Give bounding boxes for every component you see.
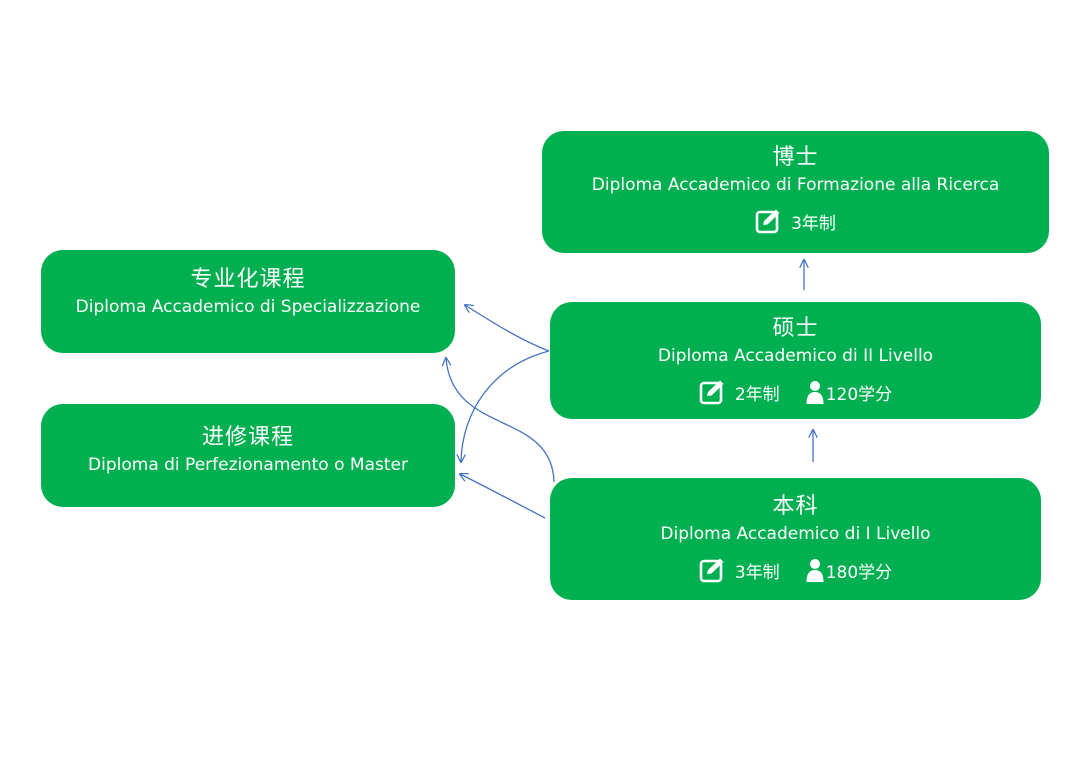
master-duration: 2年制: [699, 379, 780, 405]
doctorate-meta: 3年制: [542, 208, 1049, 234]
specialization-subtitle: Diploma Accademico di Specializzazione: [75, 297, 421, 317]
arrow-master-to-specialization: [465, 305, 550, 352]
perfezionamento-subtitle: Diploma di Perfezionamento o Master: [88, 455, 408, 475]
bachelor-title: 本科: [772, 494, 819, 519]
bachelor-credits: 180学分: [806, 558, 892, 583]
doctorate-duration: 3年制: [755, 208, 836, 234]
doctorate-box: 博士 Diploma Accademico di Formazione alla…: [542, 131, 1049, 253]
master-subtitle: Diploma Accademico di II Livello: [657, 346, 934, 366]
edit-icon: [699, 379, 727, 405]
specialization-box: 专业化课程 Diploma Accademico di Specializzaz…: [41, 250, 455, 353]
person-icon: [806, 380, 824, 404]
doctorate-title: 博士: [772, 145, 819, 170]
arrow-master-to-perfezionamento: [461, 350, 550, 462]
person-icon: [806, 558, 824, 582]
bachelor-subtitle: Diploma Accademico di I Livello: [660, 524, 931, 544]
master-duration-label: 2年制: [734, 384, 780, 405]
arrow-bachelor-to-perfezionamento: [460, 474, 546, 519]
perfezionamento-title: 进修课程: [201, 425, 294, 450]
bachelor-duration-label: 3年制: [734, 562, 780, 583]
perfezionamento-box: 进修课程 Diploma di Perfezionamento o Master: [41, 404, 455, 507]
master-credits: 120学分: [806, 380, 892, 405]
bachelor-credits-label: 180学分: [825, 562, 893, 583]
master-meta: 2年制 120学分: [550, 379, 1041, 405]
bachelor-meta: 3年制 180学分: [550, 557, 1041, 583]
arrow-bachelor-to-specialization: [446, 358, 555, 483]
master-credits-label: 120学分: [825, 384, 893, 405]
edit-icon: [699, 557, 727, 583]
master-box: 硕士 Diploma Accademico di II Livello 2年制 …: [550, 302, 1041, 419]
specialization-title: 专业化课程: [190, 267, 306, 292]
edit-icon: [755, 208, 783, 234]
master-title: 硕士: [772, 316, 819, 341]
bachelor-box: 本科 Diploma Accademico di I Livello 3年制 1…: [550, 478, 1041, 600]
doctorate-subtitle: Diploma Accademico di Formazione alla Ri…: [591, 175, 1000, 195]
bachelor-duration: 3年制: [699, 557, 780, 583]
doctorate-duration-label: 3年制: [791, 213, 836, 234]
